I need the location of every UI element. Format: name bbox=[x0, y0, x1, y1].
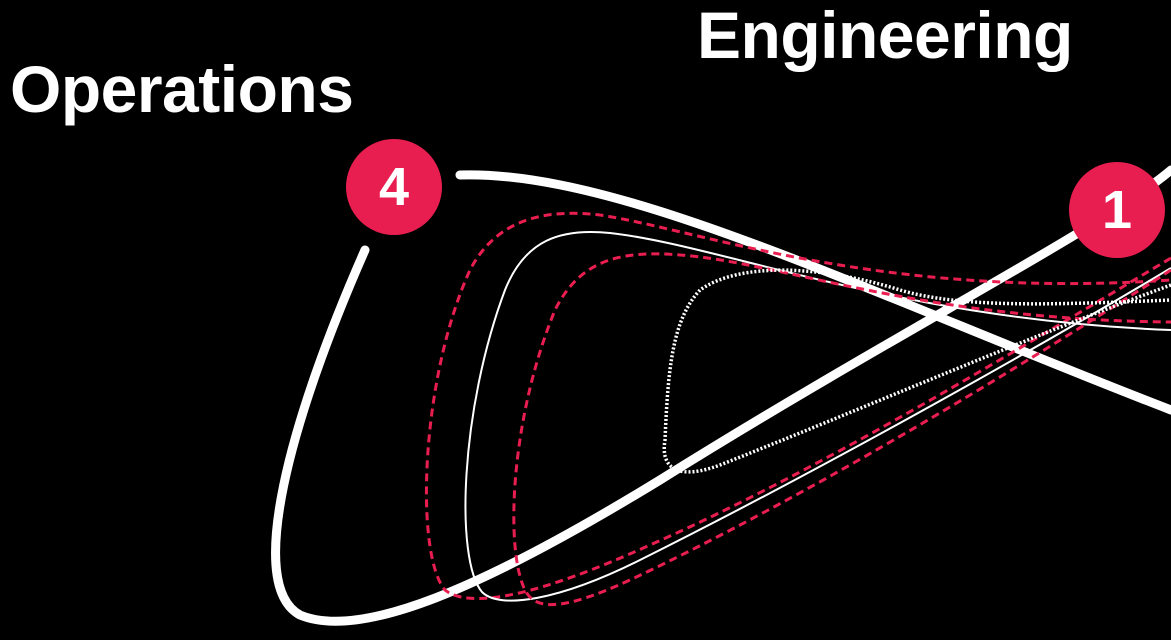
step-1-badge: 1 bbox=[1069, 162, 1165, 258]
red-dashed-outer-path bbox=[424, 211, 1171, 601]
operations-label: Operations bbox=[10, 52, 354, 126]
step-4-badge: 4 bbox=[346, 139, 442, 235]
red-dashed-inner-path bbox=[512, 252, 1171, 606]
white-dotted-inner-path bbox=[662, 268, 1171, 474]
outer-loop-return-path bbox=[271, 165, 1171, 626]
engineering-label: Engineering bbox=[697, 0, 1073, 72]
white-thin-path bbox=[464, 231, 1171, 602]
outer-loop-path bbox=[455, 170, 1171, 415]
